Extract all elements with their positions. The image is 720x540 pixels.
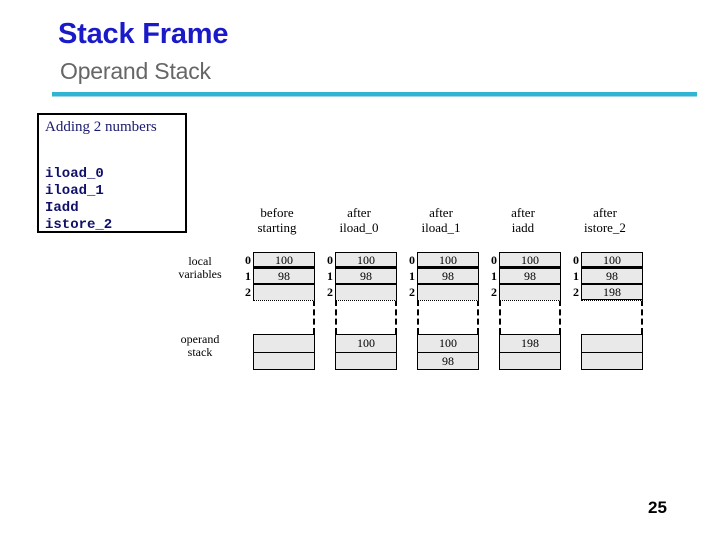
column-header-line2: iload_0 [339, 220, 379, 235]
local-var-index: 1 [327, 269, 333, 283]
operand-stack-cell: 98 [417, 352, 479, 370]
frame-gap-region [417, 300, 479, 334]
local-var-index: 0 [573, 253, 579, 267]
frame-gap-region [499, 300, 561, 334]
local-var-index: 0 [327, 253, 333, 267]
local-var-index: 1 [245, 269, 251, 283]
local-var-row: 2 [491, 284, 561, 300]
local-var-row: 1 98 [491, 268, 561, 284]
local-var-row: 0 100 [491, 252, 561, 268]
frame-body: 0 100 1 98 2 100 98 [409, 252, 479, 370]
local-var-cell [499, 284, 561, 300]
frame-body: 0 100 1 98 2 198 [491, 252, 561, 370]
frame-column: after iload_0 0 100 1 98 2 100 [317, 200, 401, 370]
operand-stack-cell [253, 334, 315, 352]
page-number: 25 [648, 498, 667, 517]
column-header-line2: istore_2 [584, 220, 626, 235]
local-var-cell: 100 [581, 252, 643, 268]
local-var-row: 2 [245, 284, 315, 300]
code-caption: Adding 2 numbers [45, 119, 157, 135]
local-var-index: 2 [573, 285, 579, 299]
frame-gap-region [581, 300, 643, 334]
local-variables-label-line1: local [188, 254, 212, 268]
column-header-line1: after [429, 205, 453, 220]
frame-column: before starting 0 100 1 98 2 [235, 200, 319, 370]
local-var-cell: 98 [417, 268, 479, 284]
bytecode-listing: iload_0 iload_1 Iadd istore_2 [45, 166, 113, 233]
operand-stack-cell [581, 334, 643, 352]
local-var-index: 1 [573, 269, 579, 283]
frame-gap-region [335, 300, 397, 334]
column-header: after iload_1 [399, 205, 483, 235]
column-header-line1: after [593, 205, 617, 220]
column-header-line2: iload_1 [421, 220, 461, 235]
column-header-line1: after [511, 205, 535, 220]
operand-stack-cell: 100 [335, 334, 397, 352]
local-var-cell [335, 284, 397, 300]
local-var-row: 1 98 [409, 268, 479, 284]
operand-stack-cell [253, 352, 315, 370]
local-var-cell: 100 [253, 252, 315, 268]
column-header: after istore_2 [563, 205, 647, 235]
local-var-cell: 100 [335, 252, 397, 268]
frame-column: after iadd 0 100 1 98 2 198 [481, 200, 565, 370]
operand-stack-cell: 198 [499, 334, 561, 352]
operand-stack-cell [499, 352, 561, 370]
operand-stack-cell: 100 [417, 334, 479, 352]
local-var-index: 2 [491, 285, 497, 299]
local-var-cell: 98 [335, 268, 397, 284]
local-var-row: 1 98 [245, 268, 315, 284]
local-var-row: 2 198 [573, 284, 643, 300]
page-subtitle: Operand Stack [60, 58, 211, 84]
local-var-index: 0 [409, 253, 415, 267]
local-var-row: 0 100 [409, 252, 479, 268]
local-var-row: 1 98 [573, 268, 643, 284]
column-header: after iload_0 [317, 205, 401, 235]
local-var-index: 0 [491, 253, 497, 267]
operand-stack-label-line1: operand [180, 332, 220, 346]
column-header-line2: starting [257, 220, 297, 235]
local-var-row: 2 [327, 284, 397, 300]
frame-body: 0 100 1 98 2 198 [573, 252, 643, 370]
local-var-index: 2 [327, 285, 333, 299]
local-var-cell: 198 [581, 284, 643, 300]
frame-column: after istore_2 0 100 1 98 2 198 [563, 200, 647, 370]
local-var-cell: 100 [499, 252, 561, 268]
local-var-cell: 98 [581, 268, 643, 284]
local-variables-label-line2: variables [178, 267, 222, 281]
local-var-index: 1 [491, 269, 497, 283]
local-var-row: 0 100 [573, 252, 643, 268]
frame-body: 0 100 1 98 2 [245, 252, 315, 370]
local-var-index: 1 [409, 269, 415, 283]
local-var-row: 2 [409, 284, 479, 300]
title-divider [52, 92, 697, 97]
column-header-line1: before [260, 205, 294, 220]
operand-stack-cell [581, 352, 643, 370]
local-var-cell: 98 [253, 268, 315, 284]
column-header: before starting [235, 205, 319, 235]
local-variables-label: local variables [165, 255, 235, 281]
local-var-index: 0 [245, 253, 251, 267]
local-var-cell: 100 [417, 252, 479, 268]
local-var-cell: 98 [499, 268, 561, 284]
page-title: Stack Frame [58, 18, 229, 50]
code-example-box: Adding 2 numbers iload_0 iload_1 Iadd is… [37, 113, 187, 233]
local-var-row: 0 100 [245, 252, 315, 268]
local-var-row: 0 100 [327, 252, 397, 268]
local-var-index: 2 [409, 285, 415, 299]
frame-body: 0 100 1 98 2 100 [327, 252, 397, 370]
column-header-line2: iadd [511, 220, 535, 235]
local-var-index: 2 [245, 285, 251, 299]
local-var-row: 1 98 [327, 268, 397, 284]
frame-column: after iload_1 0 100 1 98 2 100 98 [399, 200, 483, 370]
frame-gap-region [253, 300, 315, 334]
local-var-cell [253, 284, 315, 300]
column-header: after iadd [481, 205, 565, 235]
operand-stack-label: operand stack [165, 333, 235, 359]
operand-stack-label-line2: stack [187, 345, 213, 359]
stack-frame-diagram: local variables operand stack before sta… [165, 200, 675, 370]
operand-stack-cell [335, 352, 397, 370]
column-header-line1: after [347, 205, 371, 220]
local-var-cell [417, 284, 479, 300]
